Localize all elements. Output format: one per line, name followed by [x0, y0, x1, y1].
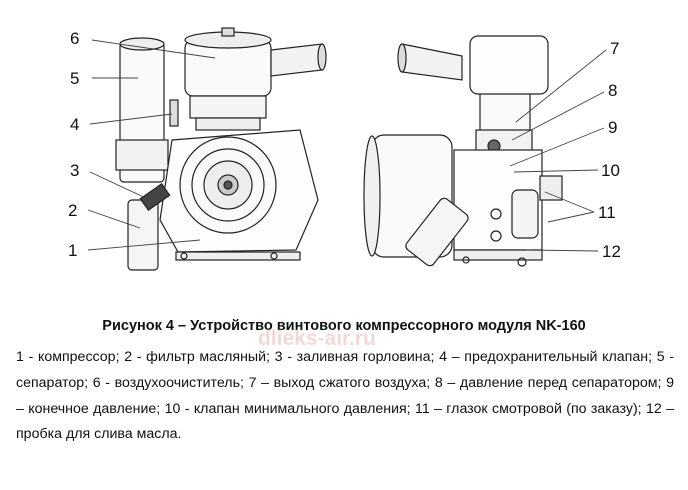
- callout-4: 4: [70, 115, 80, 134]
- front-view: [115, 27, 327, 271]
- callout-5: 5: [70, 69, 80, 88]
- watermark: dlieks-air.ru: [258, 327, 376, 350]
- oil-filter: [127, 199, 159, 271]
- callout-3: 3: [70, 161, 80, 180]
- callout-1: 1: [68, 241, 78, 260]
- callout-7: 7: [610, 39, 620, 58]
- figure-caption-title: Рисунок 4 – Устройство винтового компрес…: [102, 318, 586, 334]
- compressor-module-drawing: [87, 27, 607, 271]
- callout-10: 10: [601, 161, 620, 180]
- callout-12: 12: [602, 242, 621, 261]
- figure-legend: 1 - компрессор; 2 - фильтр масляный; 3 -…: [16, 349, 674, 443]
- callout-8: 8: [608, 81, 618, 100]
- callout-11: 11: [598, 203, 616, 222]
- callout-2: 2: [68, 201, 78, 220]
- callout-6: 6: [70, 29, 80, 48]
- side-view: [363, 35, 563, 267]
- callout-9: 9: [608, 118, 618, 137]
